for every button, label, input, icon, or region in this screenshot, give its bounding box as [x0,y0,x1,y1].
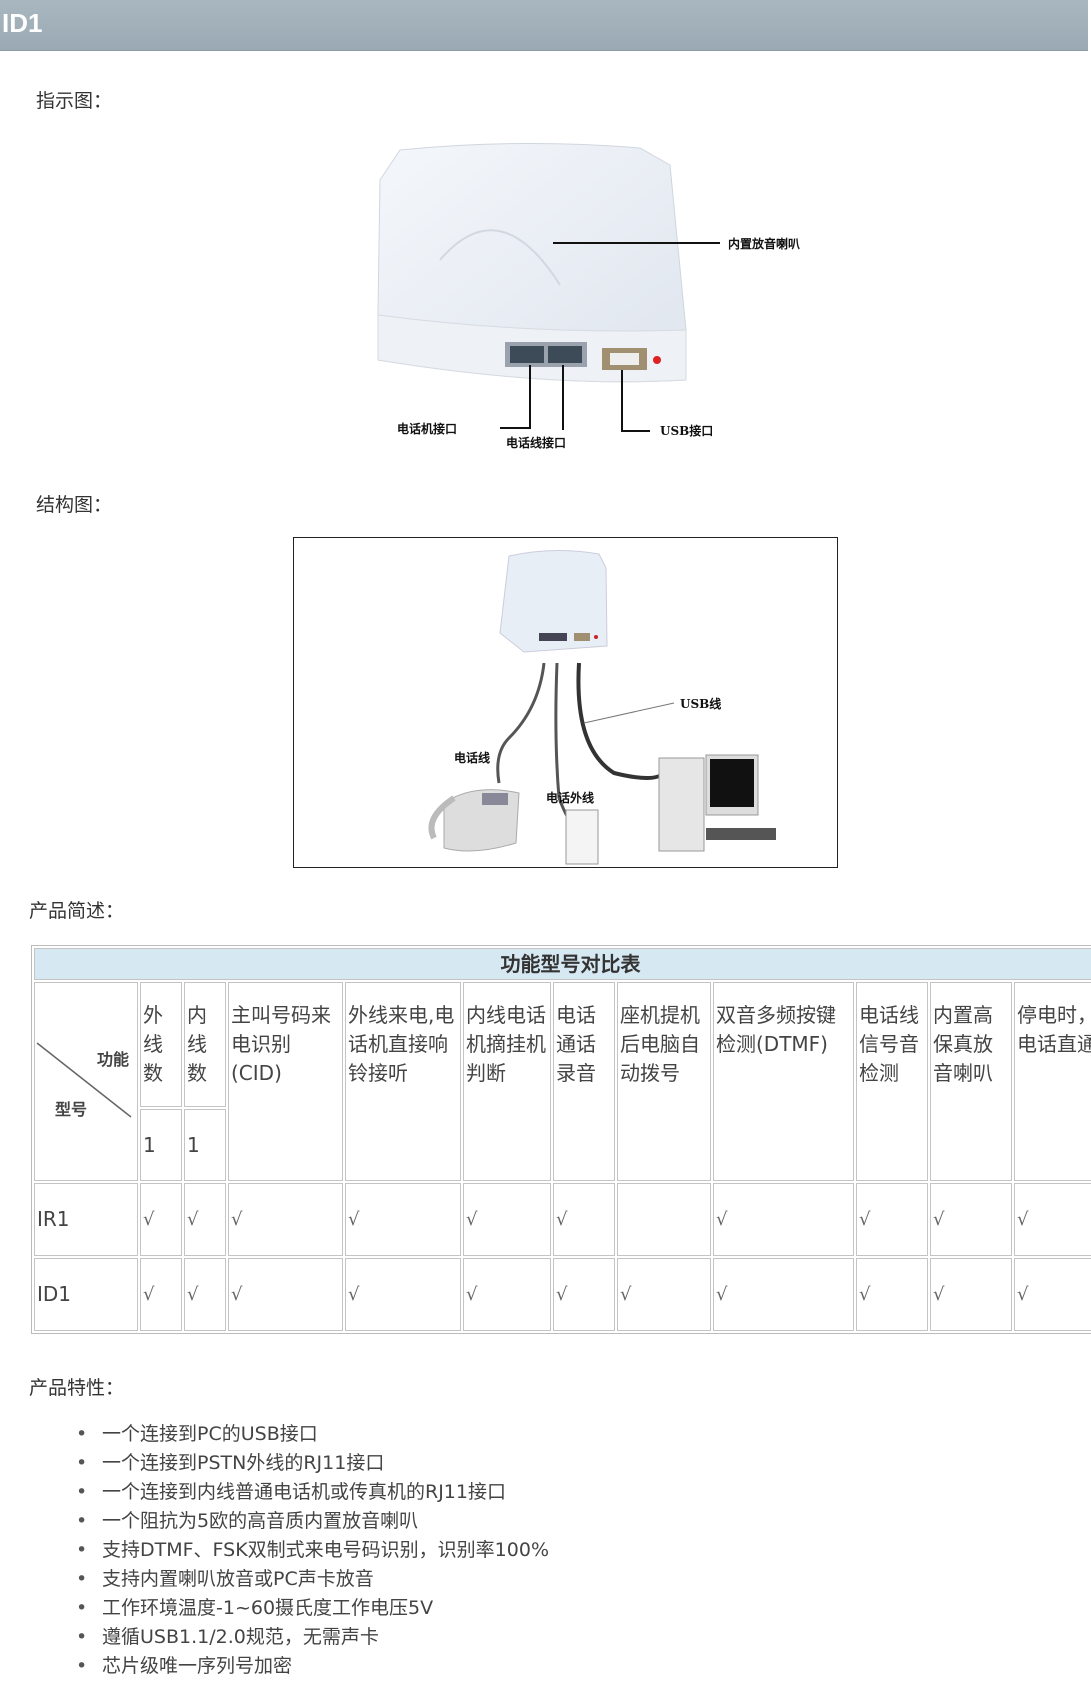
check-cell [617,1183,711,1256]
phone-port-label: 电话机接口 [397,421,457,436]
check-cell: √ [228,1183,343,1256]
list-item: 支持内置喇叭放音或PC声卡放音 [70,1565,549,1594]
inside-line-count: 1 [184,1109,226,1181]
corner-model-label: 型号 [55,1100,88,1119]
column-header: 内线数 [184,982,226,1107]
model-cell: IR1 [34,1183,138,1256]
column-header: 停电时，电话直通 [1014,982,1091,1181]
check-cell: √ [617,1258,711,1331]
outside-line-label: 电话外线 [546,790,594,805]
check-cell: √ [713,1183,854,1256]
check-cell: √ [463,1258,551,1331]
list-item: 芯片级唯一序列号加密 [70,1652,549,1681]
list-item: 工作环境温度-1~60摄氏度工作电压5V [70,1594,549,1623]
comparison-table: 功能型号对比表 功能 型号 外线数 内线数 主叫号码来电识别(CID) 外线来电… [31,945,1091,1334]
table-row: ID1 √ √ √ √ √ √ √ √ √ √ √ [34,1258,1091,1331]
section-description-heading: 产品简述： [29,900,125,922]
list-item: 一个连接到内线普通电话机或传真机的RJ11接口 [70,1478,549,1507]
page-title: ID1 [2,8,43,38]
list-item: 支持DTMF、FSK双制式来电号码识别，识别率100% [70,1536,549,1565]
table-title: 功能型号对比表 [34,948,1091,980]
page-header: ID1 [0,0,1088,51]
check-cell: √ [345,1258,461,1331]
usb-port-label: USB接口 [660,423,713,438]
device-photo: 内置放音喇叭 电话机接口 电话线接口 USB接口 [377,142,800,450]
column-header: 外线数 [140,982,182,1107]
check-cell: √ [184,1183,226,1256]
table-row: IR1 √ √ √ √ √ √ √ √ √ √ [34,1183,1091,1256]
column-header: 座机提机后电脑自动拨号 [617,982,711,1181]
corner-function-label: 功能 [96,1050,129,1069]
model-cell: ID1 [34,1258,138,1331]
structure-diagram: USB线 电话线 电话外线 [293,537,838,868]
check-cell: √ [1014,1183,1091,1256]
check-cell: √ [856,1183,928,1256]
usb-cable-label: USB线 [680,696,721,711]
column-header: 电话线信号音检测 [856,982,928,1181]
check-cell: √ [856,1258,928,1331]
list-item: 一个阻抗为5欧的高音质内置放音喇叭 [70,1507,549,1536]
column-header: 主叫号码来电识别(CID) [228,982,343,1181]
section-indicator-heading: 指示图： [36,90,113,112]
column-header: 电话通话录音 [553,982,615,1181]
section-structure-heading: 结构图： [36,494,113,516]
line-port-label: 电话线接口 [506,435,566,450]
check-cell: √ [553,1258,615,1331]
check-cell: √ [140,1258,182,1331]
list-item: 一个连接到PC的USB接口 [70,1420,549,1449]
computer-icon [658,754,776,852]
check-cell: √ [463,1183,551,1256]
speaker-label: 内置放音喇叭 [728,236,800,251]
check-cell: √ [930,1183,1012,1256]
check-cell: √ [553,1183,615,1256]
check-cell: √ [713,1258,854,1331]
check-cell: √ [1014,1258,1091,1331]
outside-line-count: 1 [140,1109,182,1181]
check-cell: √ [140,1183,182,1256]
check-cell: √ [930,1258,1012,1331]
check-cell: √ [345,1183,461,1256]
list-item: 一个连接到PSTN外线的RJ11接口 [70,1449,549,1478]
check-cell: √ [228,1258,343,1331]
check-cell: √ [184,1258,226,1331]
column-header: 外线来电,电话机直接响铃接听 [345,982,461,1181]
telephone-icon [428,789,520,852]
feature-list: 一个连接到PC的USB接口 一个连接到PSTN外线的RJ11接口 一个连接到内线… [70,1420,549,1681]
column-header: 双音多频按键检测(DTMF) [713,982,854,1181]
corner-header: 功能 型号 [34,982,138,1181]
list-item: 遵循USB1.1/2.0规范，无需声卡 [70,1623,549,1652]
phone-cable-label: 电话线 [454,750,490,765]
section-features-heading: 产品特性： [29,1377,125,1399]
column-header: 内置高保真放音喇叭 [930,982,1012,1181]
wall-jack-icon [565,809,599,865]
column-header: 内线电话机摘挂机判断 [463,982,551,1181]
